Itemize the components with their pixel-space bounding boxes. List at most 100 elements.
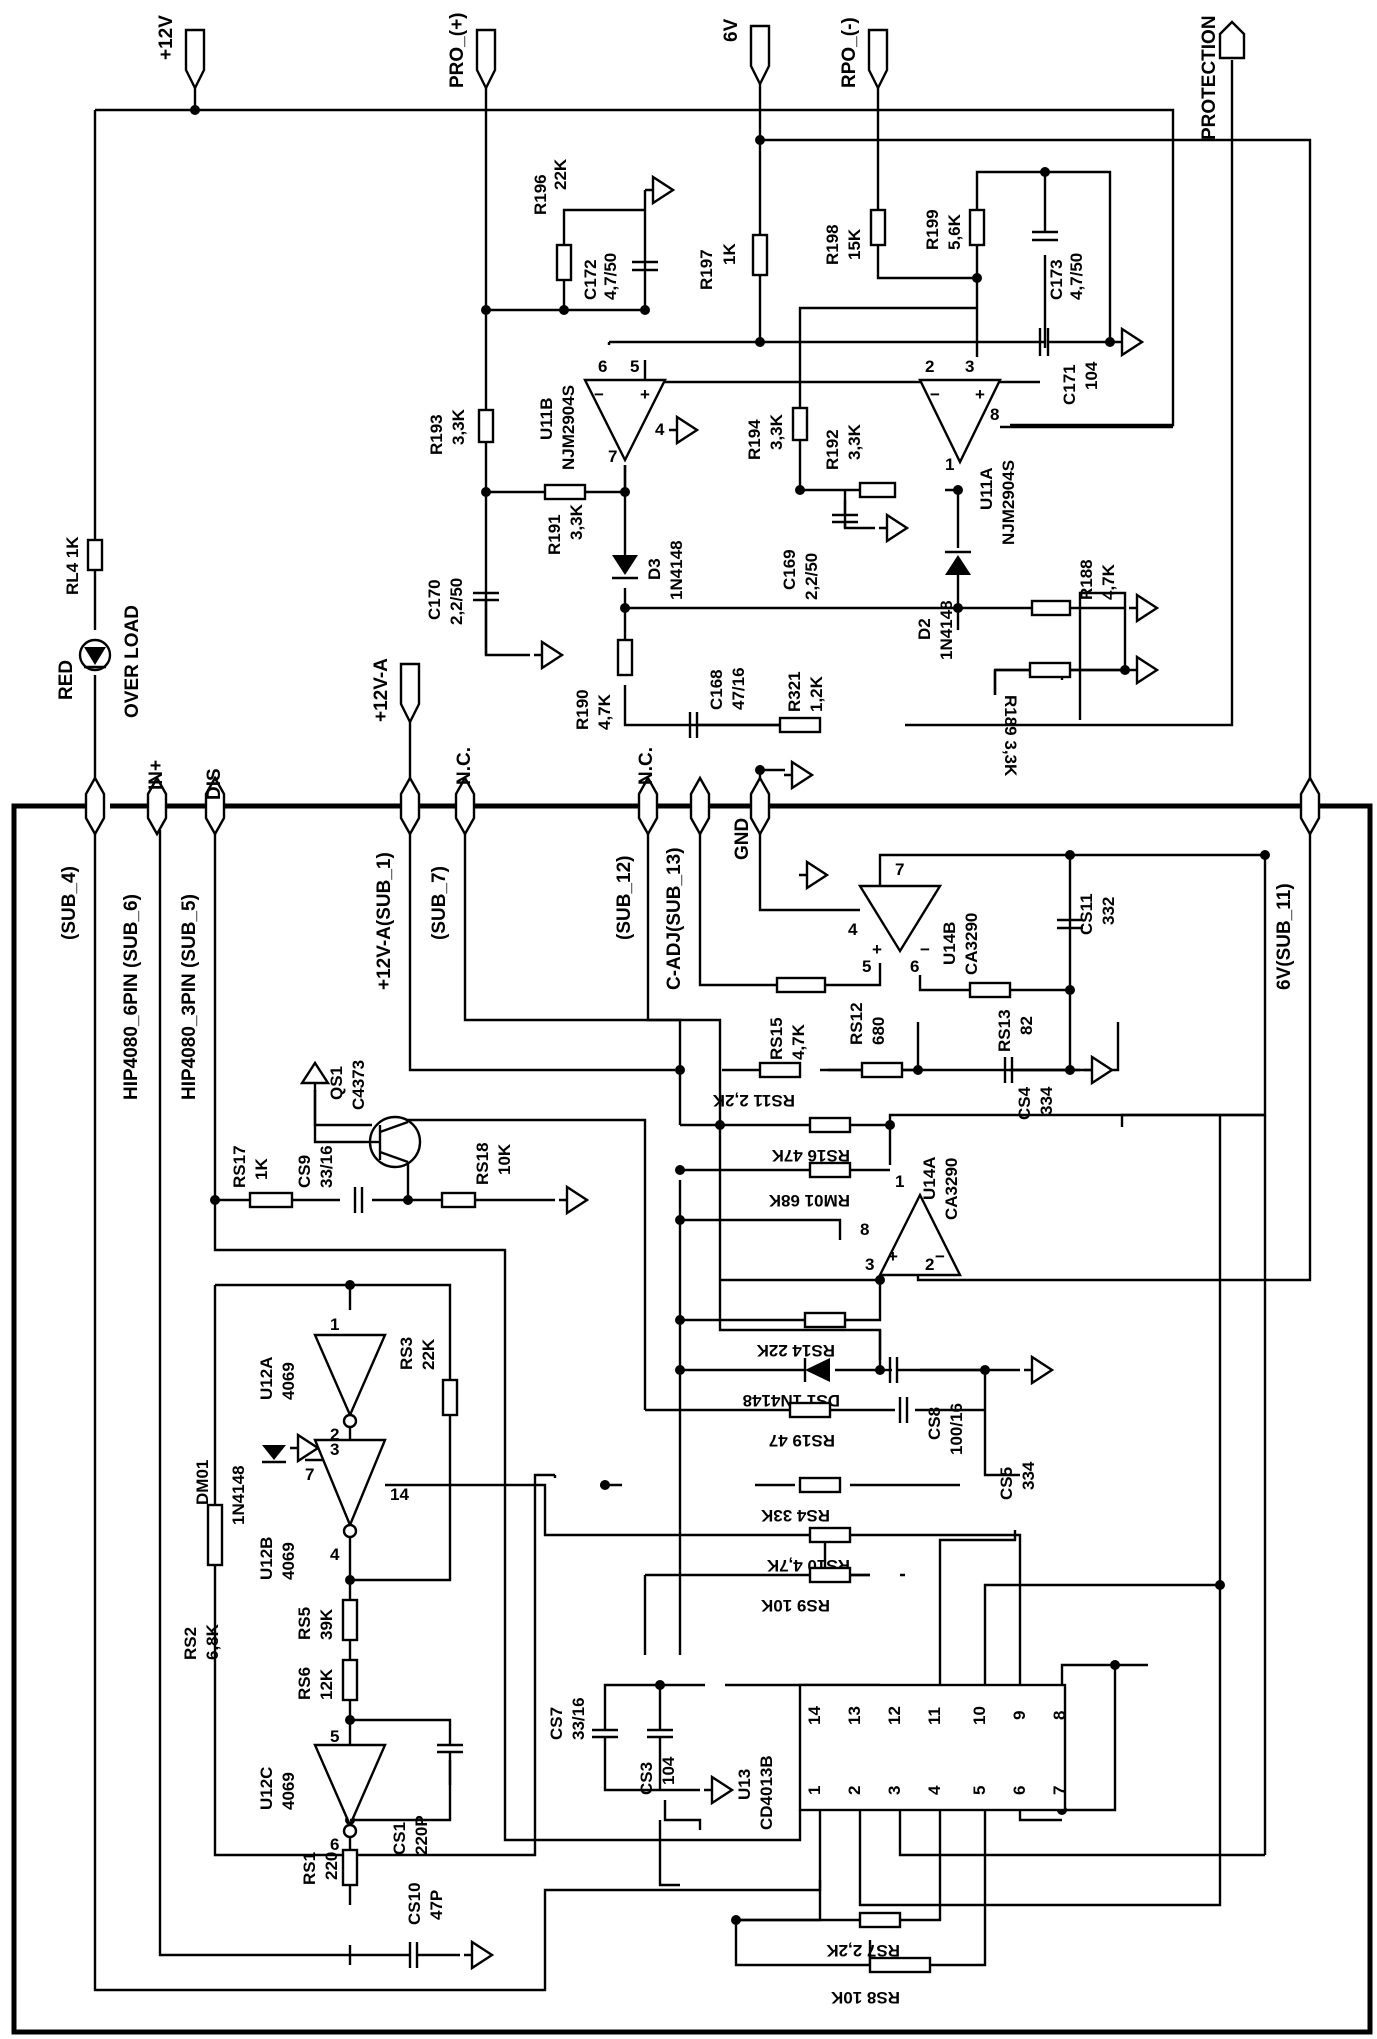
svg-text:4,7K: 4,7K [789,1023,808,1060]
inverter-u12b: 37 144 U12B 4069 [257,1438,409,1580]
led-overload: RED OVER LOAD [56,605,143,718]
rs3-val: 22K [419,1338,438,1370]
rs18-ref: RS18 [473,1142,492,1185]
svg-text:4: 4 [848,920,858,939]
port-in-plus-label: IN+ [146,760,167,790]
svg-text:3,3K: 3,3K [767,413,786,450]
svg-text:C4373: C4373 [349,1060,368,1110]
svg-text:C170: C170 [425,579,444,620]
svg-text:332: 332 [1099,897,1118,925]
svg-text:8: 8 [1050,1711,1069,1720]
svg-text:RS15: RS15 [767,1017,786,1060]
svg-text:47P: 47P [427,1890,446,1920]
connector-sub7: N.C. (SUB_7) [429,747,476,940]
svg-text:5: 5 [862,957,871,976]
svg-text:1,2K: 1,2K [807,675,826,712]
c173-ref: C173 [1047,259,1066,300]
svg-text:5: 5 [970,1786,989,1795]
r190-val: 4,7K [595,693,614,730]
r188-ref: R188 [1077,559,1096,600]
cs10-val: 47P [427,1890,446,1920]
rs15-val: 4,7K [789,1023,808,1060]
u11a-val: NJM2904S [999,460,1018,545]
svg-text:2: 2 [925,1255,934,1274]
cs1-ref: CS1 [390,1822,409,1855]
svg-text:4,7K: 4,7K [595,693,614,730]
svg-text:15K: 15K [845,228,864,260]
svg-text:7: 7 [895,860,904,879]
u13-ref: U13 [735,1769,754,1800]
svg-text:−: − [930,385,940,404]
resistor-rs11: RS11 2,2K [712,1061,802,1110]
resistor-r192: R192 3,3K [823,423,897,499]
resistor-rs12: RS12 680 [847,1002,904,1079]
cs3-ref: CS3 [637,1762,656,1795]
svg-text:CS3: CS3 [637,1762,656,1795]
resistor-rl4: RL4 1K [63,536,104,595]
svg-text:6: 6 [598,357,607,376]
svg-text:R190: R190 [573,689,592,730]
diode-dm01: DM01 1N4148 [193,1433,320,1525]
svg-text:RS2: RS2 [181,1627,200,1660]
svg-text:+: + [888,1247,898,1266]
svg-text:1N4148: 1N4148 [229,1465,248,1525]
resistor-rm01: RM01 68K [768,1161,852,1210]
svg-text:4: 4 [330,1545,340,1564]
svg-text:104: 104 [659,1756,678,1785]
cs9-ref: CS9 [295,1155,314,1188]
capacitor-cs1: CS1 220P [350,1743,463,1855]
port-6v-label: 6V [721,18,742,42]
svg-text:5: 5 [630,357,639,376]
svg-text:RS12: RS12 [847,1002,866,1045]
connector-sub13-label: C-ADJ(SUB_13) [664,847,685,990]
r198-val: 15K [845,228,864,260]
svg-text:R198: R198 [823,224,842,265]
resistor-rs14: RS14 22K [756,1311,847,1360]
port-nc1-label: N.C. [454,747,475,785]
cs4-ref: CS4 [1015,1086,1034,1120]
cs7-ref: CS7 [547,1707,566,1740]
r196-ref: R196 [531,174,550,215]
svg-text:NJM2904S: NJM2904S [559,385,578,470]
svg-text:33/16: 33/16 [569,1697,588,1740]
port-protection-label: PROTECTION [1199,15,1220,140]
svg-text:33/16: 33/16 [317,1145,336,1188]
rs15-ref: RS15 [767,1017,786,1060]
capacitor-c168: C168 47/16 [688,667,780,738]
svg-text:7: 7 [608,447,617,466]
qs1-val: C4373 [349,1060,368,1110]
svg-text:+: + [640,385,650,404]
u12b-ref: U12B [257,1537,276,1580]
svg-text:6: 6 [1010,1786,1029,1795]
c170-ref: C170 [425,579,444,620]
rs5-ref: RS5 [295,1607,314,1640]
ic-u13: U13 CD4013B 14 13 12 11 10 9 8 1 2 3 4 5… [735,1683,1069,1830]
connector-sub5-label: HIP4080_3PIN (SUB_5) [179,894,200,1100]
resistor-rs6: RS6 12K [295,1658,359,1702]
connector-sub12-label: (SUB_12) [614,856,635,940]
resistor-r193: R193 3,3K [427,408,495,455]
resistor-r191: R191 3,3K [543,483,587,555]
svg-text:100/16: 100/16 [947,1403,966,1455]
resistor-r199: R199 5,6K [923,208,986,250]
svg-text:11: 11 [925,1707,944,1725]
dm01-val: 1N4148 [229,1465,248,1525]
resistor-rs3: RS3 22K [397,1337,459,1417]
svg-text:22K: 22K [419,1338,438,1370]
capacitor-c172: C172 4,7/50 [581,175,675,300]
svg-text:QS1: QS1 [327,1066,346,1100]
rs6-ref: RS6 [295,1667,314,1700]
svg-text:U14B: U14B [940,922,959,965]
cs8-ref: CS8 [925,1407,944,1440]
svg-text:14: 14 [390,1485,409,1504]
svg-text:U12C: U12C [257,1767,276,1810]
svg-text:CS9: CS9 [295,1155,314,1188]
d3-val: 1N4148 [667,540,686,600]
junctions [190,105,1270,1925]
resistor-r188: R188 4,7K [1030,559,1159,623]
svg-text:3,3K: 3,3K [449,408,468,445]
svg-text:1K: 1K [720,243,739,265]
svg-text:U11B: U11B [537,397,556,440]
port-12v-label: +12V [156,15,177,60]
